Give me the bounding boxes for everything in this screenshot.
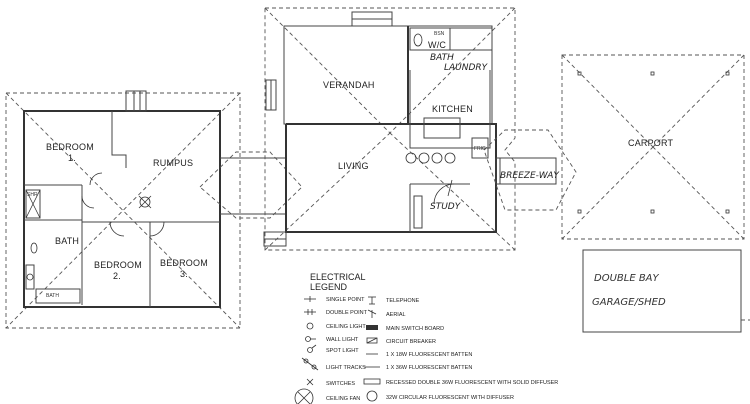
left-wing-walls <box>23 90 221 308</box>
carport-roof <box>561 54 745 240</box>
breezeway-label: BREEZE-WAY <box>500 171 560 181</box>
bedroom1-number: 1. <box>68 153 76 163</box>
garage-note-line2: GARAGE/SHED <box>592 297 666 308</box>
legend-left-label-5: LIGHT TRACKS <box>326 365 366 371</box>
legend-left-label-6: SWITCHES <box>326 381 355 387</box>
legend-right-label-3: CIRCUIT BREAKER <box>386 339 436 345</box>
legend-left-label-1: DOUBLE POINT <box>326 310 368 316</box>
study-arrow <box>447 179 453 197</box>
wall-light-icon <box>305 336 316 342</box>
bath-laundry-label-line2: LAUNDRY <box>444 63 489 73</box>
link-roof <box>199 151 303 219</box>
ceiling-light-icon <box>306 322 314 330</box>
main-switch-board-icon <box>366 325 378 330</box>
light-tracks-icon <box>301 357 319 371</box>
legend-left-label-7: CEILING FAN <box>326 396 360 402</box>
legend-right-label-0: TELEPHONE <box>386 298 420 304</box>
bedroom2-label: BEDROOM <box>94 260 142 270</box>
basin-label: BSN <box>434 31 445 37</box>
electrical-legend: ELECTRICAL LEGEND SINGLE POINT DOUBLE PO… <box>294 272 558 404</box>
legend-title-line2: LEGEND <box>310 282 348 292</box>
legend-left-label-0: SINGLE POINT <box>326 297 365 303</box>
fridge-label: FRIG <box>474 146 486 152</box>
rumpus-label: RUMPUS <box>153 158 193 168</box>
shower-label: SHR <box>27 192 38 198</box>
legend-right-label-5: 1 X 36W FLUORESCENT BATTEN <box>386 365 472 371</box>
bedroom3-number: 3. <box>180 269 188 279</box>
wc-label: W/C <box>428 40 446 50</box>
legend-right-label-2: MAIN SWITCH BOARD <box>386 326 444 332</box>
single-point-icon <box>304 296 316 302</box>
double-point-icon <box>304 309 316 315</box>
garage-note-line1: DOUBLE BAY <box>594 273 660 284</box>
legend-left-label-4: SPOT LIGHT <box>326 348 359 354</box>
bedroom3-label: BEDROOM <box>160 258 208 268</box>
legend-left-label-3: WALL LIGHT <box>326 337 359 343</box>
breezeway-structure <box>483 129 577 211</box>
circuit-breaker-icon <box>366 337 378 344</box>
garage-note-box <box>582 249 750 333</box>
bath-room-label: BATH <box>55 236 79 246</box>
verandah-label: VERANDAH <box>323 80 375 90</box>
circular-fluorescent-icon <box>366 390 378 402</box>
telephone-icon <box>368 296 376 305</box>
aerial-icon <box>367 309 377 318</box>
legend-right-label-7: 32W CIRCULAR FLUORESCENT WITH DIFFUSER <box>386 395 514 401</box>
legend-title-line1: ELECTRICAL <box>310 272 366 282</box>
study-label: STUDY <box>430 202 462 212</box>
ceiling-fan-icon <box>294 388 314 404</box>
carport-label: CARPORT <box>628 138 674 148</box>
switches-icon <box>306 378 314 386</box>
bedroom1-label: BEDROOM <box>46 142 94 152</box>
legend-right-label-1: AERIAL <box>386 312 406 318</box>
kitchen-label: KITCHEN <box>432 104 473 114</box>
bath-tub-label: BATH <box>46 293 59 299</box>
left-wing-roof <box>5 92 241 329</box>
main-wing-roof <box>264 7 516 251</box>
bedroom2-number: 2. <box>113 271 121 281</box>
spot-light-icon <box>307 344 317 353</box>
legend-left-label-2: CEILING LIGHT <box>326 324 366 330</box>
legend-right-label-6: RECESSED DOUBLE 36W FLUORESCENT WITH SOL… <box>386 380 558 386</box>
main-wing-walls <box>263 11 497 247</box>
living-label: LIVING <box>338 161 369 171</box>
legend-right-label-4: 1 X 18W FLUORESCENT BATTEN <box>386 352 472 358</box>
bath-laundry-label-line1: BATH <box>430 53 454 63</box>
recessed-fluorescent-icon <box>363 378 381 385</box>
